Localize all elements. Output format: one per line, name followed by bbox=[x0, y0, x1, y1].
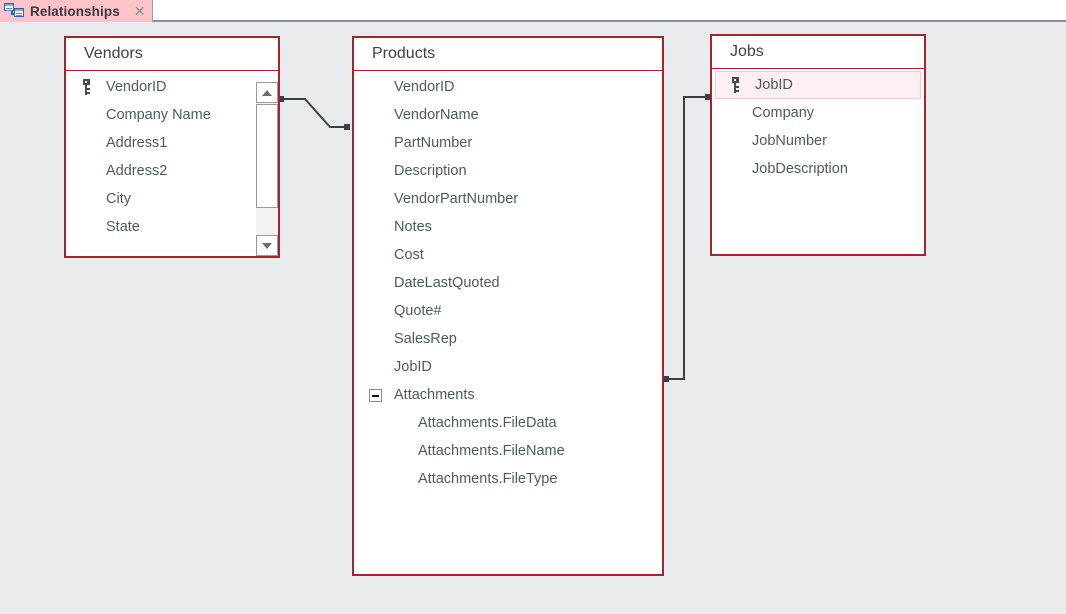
field-row-quote-number[interactable]: Quote# bbox=[354, 297, 662, 325]
field-row-vendorid[interactable]: VendorID bbox=[66, 73, 278, 101]
document-tab-bar: Relationships ✕ bbox=[0, 0, 1066, 22]
field-gutter bbox=[356, 73, 394, 101]
primary-key-icon bbox=[717, 72, 755, 98]
field-label: VendorID bbox=[106, 79, 167, 96]
field-label: Company bbox=[752, 105, 815, 122]
field-gutter bbox=[356, 129, 394, 157]
field-gutter bbox=[68, 213, 106, 241]
field-label: City bbox=[106, 191, 131, 208]
field-list-jobs: JobID Company JobNumber JobDescription bbox=[712, 69, 924, 183]
field-gutter bbox=[714, 127, 752, 155]
field-row-vendorname[interactable]: VendorName bbox=[354, 101, 662, 129]
field-label: VendorID bbox=[394, 79, 455, 96]
field-row-attachments[interactable]: Attachments bbox=[354, 381, 662, 409]
table-box-products[interactable]: Products VendorID VendorName PartNumber … bbox=[352, 36, 664, 576]
table-title-jobs: Jobs bbox=[712, 36, 924, 70]
field-row-partnumber[interactable]: PartNumber bbox=[354, 129, 662, 157]
field-gutter bbox=[356, 213, 394, 241]
field-label: State bbox=[106, 219, 140, 236]
field-gutter bbox=[356, 157, 394, 185]
table-title-vendors: Vendors bbox=[66, 38, 278, 72]
close-icon[interactable]: ✕ bbox=[133, 3, 146, 19]
vendors-scrollbar[interactable] bbox=[256, 82, 278, 256]
field-row-salesrep[interactable]: SalesRep bbox=[354, 325, 662, 353]
field-row-vendorpartnumber[interactable]: VendorPartNumber bbox=[354, 185, 662, 213]
field-list-products: VendorID VendorName PartNumber Descripti… bbox=[354, 71, 662, 493]
field-gutter bbox=[356, 269, 394, 297]
field-label: DateLastQuoted bbox=[394, 275, 500, 292]
field-label: VendorName bbox=[394, 107, 479, 124]
collapse-minus-icon[interactable] bbox=[368, 388, 382, 402]
field-label: PartNumber bbox=[394, 135, 473, 152]
field-gutter bbox=[68, 185, 106, 213]
field-gutter bbox=[356, 185, 394, 213]
field-gutter bbox=[356, 297, 394, 325]
relationship-endpoint-marker bbox=[344, 124, 350, 130]
field-label: Quote# bbox=[394, 303, 442, 320]
field-label: SalesRep bbox=[394, 331, 457, 348]
relationship-line-vendors-to-products[interactable] bbox=[281, 98, 347, 128]
table-box-jobs[interactable]: Jobs JobID Company JobNumber JobDescript… bbox=[710, 34, 926, 256]
scroll-up-button[interactable] bbox=[256, 82, 278, 103]
relationship-line-products-to-jobs[interactable] bbox=[666, 96, 708, 380]
field-gutter bbox=[714, 99, 752, 127]
field-row-notes[interactable]: Notes bbox=[354, 213, 662, 241]
field-row-attachments-filedata[interactable]: Attachments.FileData bbox=[354, 409, 662, 437]
field-row-attachments-filename[interactable]: Attachments.FileName bbox=[354, 437, 662, 465]
field-label: Cost bbox=[394, 247, 424, 264]
field-row-vendorid[interactable]: VendorID bbox=[354, 73, 662, 101]
tab-relationships[interactable]: Relationships ✕ bbox=[0, 0, 153, 22]
relationships-icon bbox=[4, 2, 26, 20]
field-row-jobdescription[interactable]: JobDescription bbox=[712, 155, 924, 183]
field-gutter bbox=[68, 157, 106, 185]
field-row-address2[interactable]: Address2 bbox=[66, 157, 278, 185]
field-row-attachments-filetype[interactable]: Attachments.FileType bbox=[354, 465, 662, 493]
field-label: Company Name bbox=[106, 107, 211, 124]
field-row-datelastquoted[interactable]: DateLastQuoted bbox=[354, 269, 662, 297]
primary-key-icon bbox=[68, 73, 106, 101]
field-label: Attachments.FileType bbox=[418, 471, 558, 488]
table-box-vendors[interactable]: Vendors VendorID Company Name Address1 A… bbox=[64, 36, 280, 258]
field-row-jobid[interactable]: JobID bbox=[715, 71, 921, 100]
field-row-company[interactable]: Company bbox=[712, 99, 924, 127]
field-label: Notes bbox=[394, 219, 432, 236]
chevron-down-icon bbox=[262, 242, 272, 249]
field-gutter bbox=[68, 101, 106, 129]
table-title-products: Products bbox=[354, 38, 662, 72]
field-label: JobDescription bbox=[752, 161, 848, 178]
field-label: JobID bbox=[394, 359, 432, 376]
field-row-jobid[interactable]: JobID bbox=[354, 353, 662, 381]
field-row-company-name[interactable]: Company Name bbox=[66, 101, 278, 129]
field-list-vendors: VendorID Company Name Address1 Address2 … bbox=[66, 71, 278, 241]
field-row-city[interactable]: City bbox=[66, 185, 278, 213]
scrollbar-thumb[interactable] bbox=[256, 104, 278, 208]
tab-label: Relationships bbox=[30, 3, 120, 19]
field-gutter bbox=[356, 353, 394, 381]
scroll-down-button[interactable] bbox=[256, 235, 278, 256]
field-gutter bbox=[356, 101, 394, 129]
field-row-description[interactable]: Description bbox=[354, 157, 662, 185]
field-row-cost[interactable]: Cost bbox=[354, 241, 662, 269]
relationships-canvas[interactable]: Vendors VendorID Company Name Address1 A… bbox=[0, 24, 1066, 614]
field-label: JobNumber bbox=[752, 133, 827, 150]
field-gutter bbox=[68, 129, 106, 157]
field-label: Attachments bbox=[394, 387, 475, 404]
field-row-address1[interactable]: Address1 bbox=[66, 129, 278, 157]
field-label: Attachments.FileData bbox=[418, 415, 557, 432]
field-label: Attachments.FileName bbox=[418, 443, 565, 460]
field-label: Address2 bbox=[106, 163, 168, 180]
collapse-toggle[interactable] bbox=[356, 381, 394, 409]
field-label: VendorPartNumber bbox=[394, 191, 519, 208]
field-label: Address1 bbox=[106, 135, 168, 152]
field-label: Description bbox=[394, 163, 467, 180]
field-row-state[interactable]: State bbox=[66, 213, 278, 241]
field-row-jobnumber[interactable]: JobNumber bbox=[712, 127, 924, 155]
chevron-up-icon bbox=[262, 89, 272, 96]
field-label: JobID bbox=[755, 77, 793, 94]
field-gutter bbox=[714, 155, 752, 183]
field-gutter bbox=[356, 241, 394, 269]
field-gutter bbox=[356, 325, 394, 353]
